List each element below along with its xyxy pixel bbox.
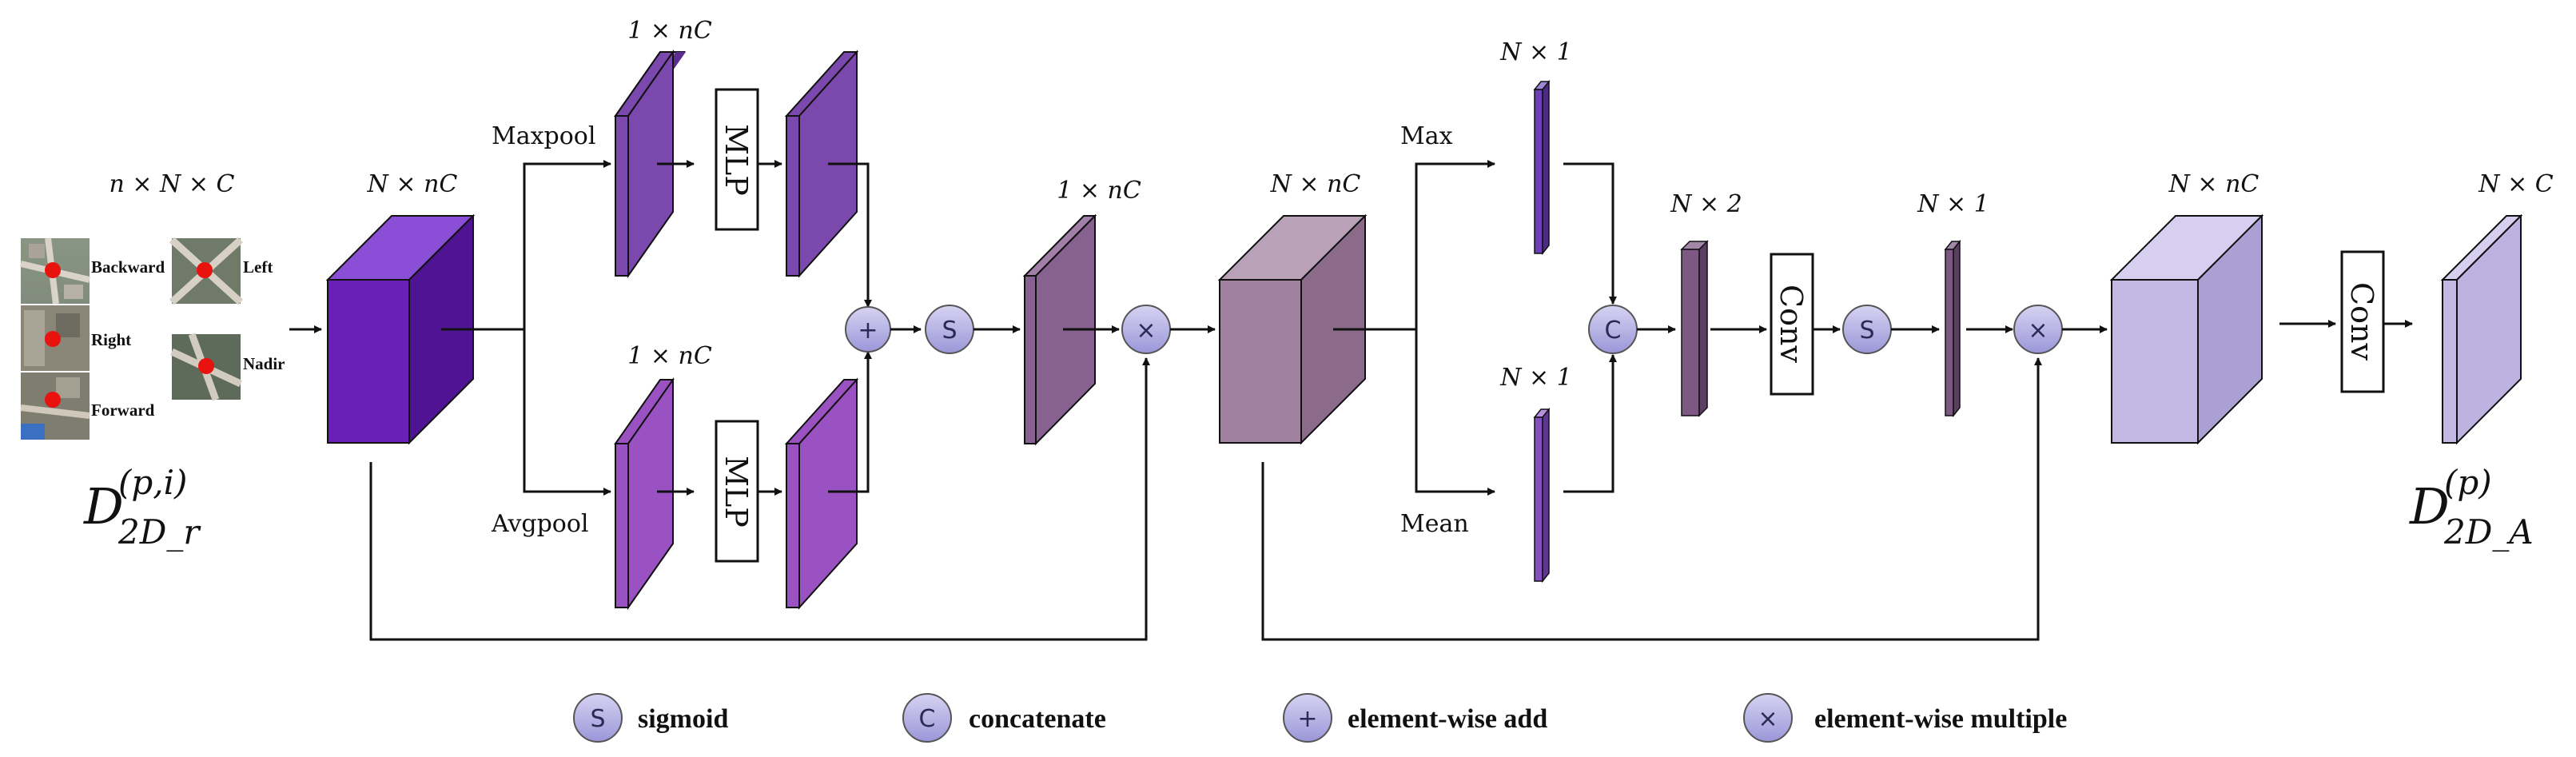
sigmoid-operator-1: S [925, 305, 974, 354]
svg-text:×: × [1136, 317, 1156, 345]
max-label: Max [1400, 122, 1453, 150]
view-image-backward [20, 237, 90, 305]
legend-item-multiply: × element-wise multiple [1743, 693, 2067, 743]
cube3-dim-label: N × nC [2168, 170, 2259, 198]
svg-text:S: S [1859, 317, 1874, 345]
legend-item-add: + element-wise add [1283, 693, 1547, 743]
svg-text:S: S [942, 317, 957, 345]
multiply-operator-2: × [2013, 305, 2063, 354]
branch-bottom-line [523, 329, 611, 496]
maxpool-label: Maxpool [492, 122, 595, 150]
add-operator: + [845, 306, 891, 353]
input-symbol: D (p,i) 2D_r [83, 463, 201, 552]
svg-text:×: × [2028, 317, 2048, 345]
mean-to-concat-line [1563, 354, 1617, 493]
input-view-images: Backward Left Right Nadir Forward [20, 237, 285, 440]
top-to-add-line [828, 162, 872, 308]
mlp-box-top: MLP [715, 88, 759, 231]
avgpool-label: Avgpool [491, 510, 589, 538]
legend-item-sigmoid: S sigmoid [573, 693, 728, 743]
svg-text:+: + [858, 317, 878, 345]
skip-connection-1 [369, 357, 1150, 641]
view-label-nadir: Nadir [243, 354, 285, 373]
svg-text:+: + [1297, 705, 1317, 733]
channel-weight-dim-label: 1 × nC [1057, 177, 1141, 205]
top-vector-dim-label: 1 × nC [627, 17, 712, 45]
concat-bar-dim-label: N × 2 [1670, 190, 1742, 218]
svg-text:element-wise add: element-wise add [1348, 704, 1547, 734]
concat-operator: C [1588, 305, 1638, 354]
cube1-dim-label: N × nC [367, 170, 458, 198]
skip-connection-2 [1261, 357, 2042, 641]
view-label-left: Left [243, 257, 273, 277]
view-image-nadir [170, 333, 242, 401]
svg-text:concatenate: concatenate [969, 704, 1106, 734]
svg-text:sigmoid: sigmoid [638, 704, 728, 734]
view-image-right [21, 305, 90, 371]
max-branch-line [1415, 160, 1495, 329]
bottom-to-add-line [828, 351, 872, 493]
svg-text:(p,i): (p,i) [118, 463, 187, 502]
view-label-backward: Backward [91, 257, 165, 277]
svg-text:MLP: MLP [719, 124, 754, 196]
mlp-output-bottom [784, 377, 859, 610]
legend: S sigmoid C concatenate + element-wise a… [573, 693, 2067, 743]
svg-text:×: × [1758, 705, 1778, 733]
view-image-left [169, 237, 244, 305]
svg-text:S: S [590, 705, 605, 733]
spatial-weight-dim-label: N × 1 [1917, 190, 1989, 218]
svg-text:2D_A: 2D_A [2443, 512, 2534, 552]
svg-text:2D_r: 2D_r [117, 512, 201, 552]
max-to-concat-line [1563, 162, 1617, 305]
max-bar-dim-label: N × 1 [1499, 38, 1572, 66]
input-dim-label: n × N × C [109, 170, 235, 198]
svg-text:(p): (p) [2444, 463, 2492, 502]
svg-text:Conv: Conv [2344, 282, 2379, 361]
mean-bar-dim-label: N × 1 [1499, 364, 1572, 392]
mean-map-bar [1533, 407, 1551, 584]
svg-text:Conv: Conv [1774, 285, 1809, 363]
output-symbol: D (p) 2D_A [2409, 463, 2534, 552]
svg-text:D: D [83, 477, 124, 536]
output-feature-block [2440, 213, 2523, 445]
view-label-forward: Forward [91, 400, 155, 420]
legend-item-concatenate: C concatenate [902, 693, 1106, 743]
bottom-vector-dim-label: 1 × nC [627, 342, 712, 370]
concat-map-bar [1680, 240, 1709, 417]
final-dim-label: N × C [2478, 170, 2553, 198]
cube2-dim-label: N × nC [1270, 170, 1361, 198]
svg-text:D: D [2409, 477, 2450, 536]
svg-text:C: C [919, 705, 936, 733]
conv-box-2: Conv [2340, 250, 2385, 393]
mlp-box-bottom: MLP [715, 420, 759, 563]
view-image-forward [20, 373, 90, 440]
spatial-weight-bar [1944, 239, 1961, 418]
mean-branch-line [1415, 329, 1495, 496]
feature-cube-3 [2109, 213, 2264, 445]
maxpool-vector [614, 49, 686, 279]
svg-text:element-wise multiple: element-wise multiple [1814, 704, 2067, 734]
mean-label: Mean [1400, 510, 1469, 538]
svg-text:MLP: MLP [719, 456, 754, 528]
svg-text:C: C [1605, 317, 1622, 345]
view-label-right: Right [91, 330, 131, 349]
branch-top-line [523, 160, 611, 329]
max-map-bar [1533, 79, 1551, 256]
avgpool-vector [614, 377, 675, 611]
sigmoid-operator-2: S [1842, 305, 1892, 354]
multiply-operator-1: × [1121, 305, 1171, 354]
conv-box-1: Conv [1770, 253, 1814, 396]
